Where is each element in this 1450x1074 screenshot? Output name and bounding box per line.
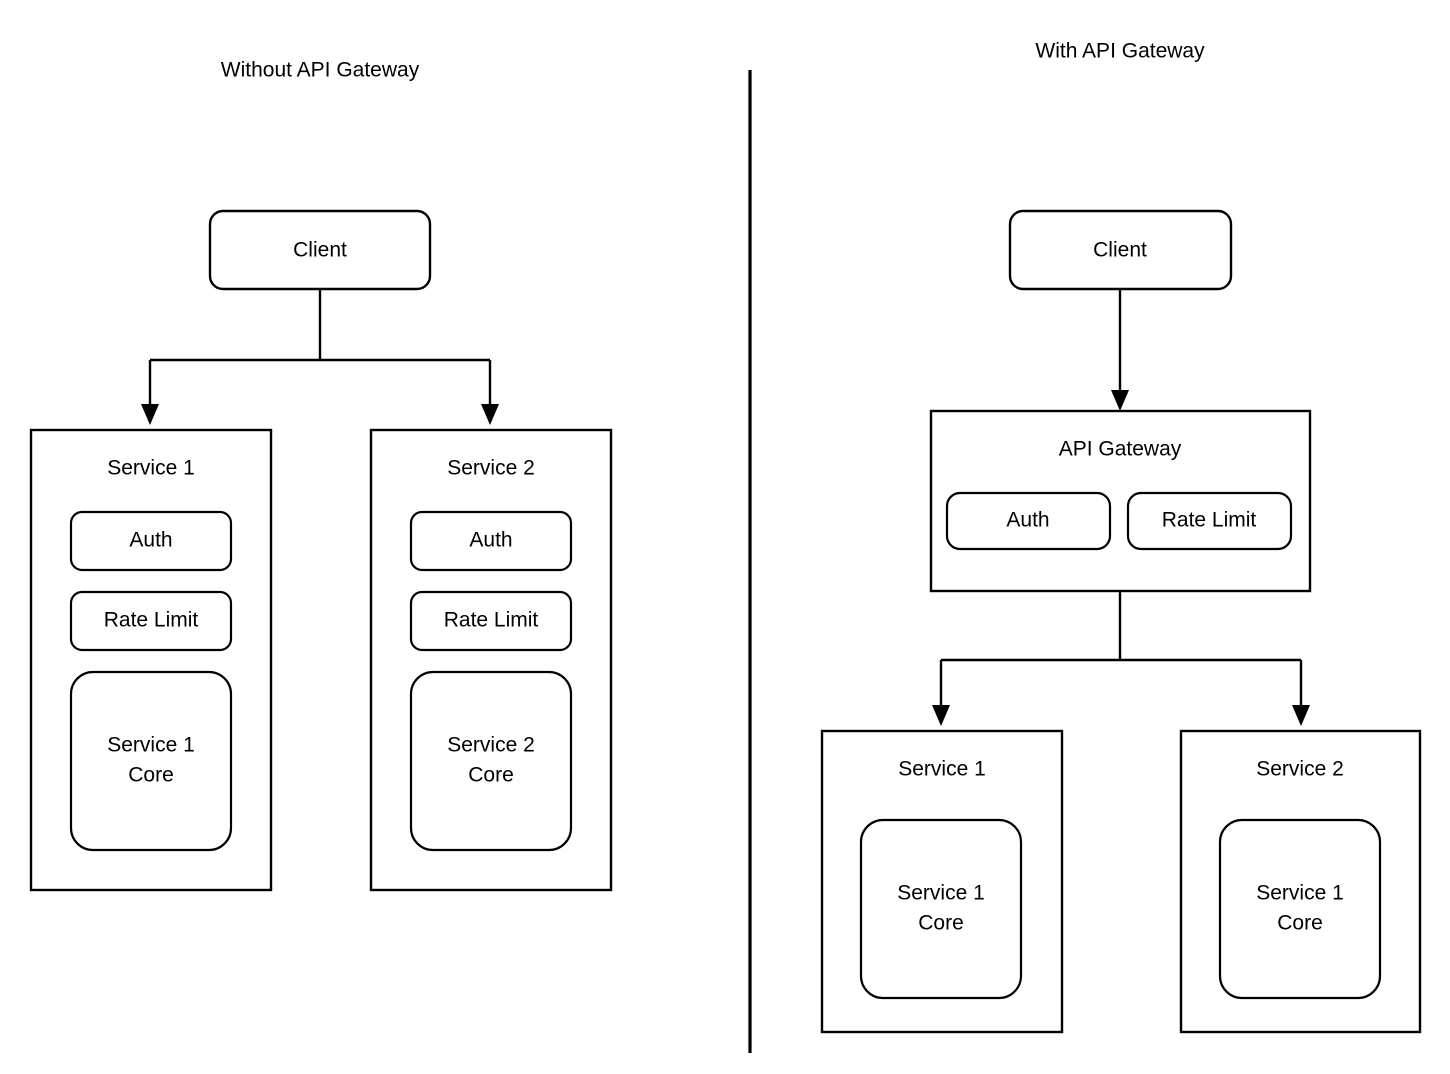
api-gateway-title: API Gateway <box>1059 438 1182 461</box>
panel-without-api-gateway: Without API Gateway Client Service 1 Aut… <box>29 59 613 892</box>
left-arrowhead-service-2 <box>481 404 499 425</box>
right-service-1-title: Service 1 <box>898 758 986 781</box>
right-panel-title: With API Gateway <box>1035 40 1205 63</box>
api-gateway-auth-label: Auth <box>1006 509 1049 532</box>
right-client-label: Client <box>1093 239 1147 262</box>
left-service-2-auth[interactable]: Auth <box>409 510 573 572</box>
left-service-2-rate-limit-box[interactable] <box>409 590 573 652</box>
left-service-2-rate-limit-label: Rate Limit <box>444 609 539 632</box>
right-service-2-core-label-line2: Core <box>1277 912 1323 935</box>
left-service-1-rate-limit-label: Rate Limit <box>104 609 199 632</box>
right-gateway-to-services-connector <box>932 591 1310 726</box>
left-service-2-core-label-line2: Core <box>468 764 514 787</box>
right-service-1-core-label-line1: Service 1 <box>897 882 985 905</box>
left-service-1-container[interactable]: Service 1 Auth Rate Limit Service 1 Core <box>29 428 273 892</box>
left-service-1-rate-limit[interactable]: Rate Limit <box>69 590 233 652</box>
api-gateway-rate-limit-box[interactable] <box>1126 491 1293 551</box>
right-service-2-title: Service 2 <box>1256 758 1344 781</box>
right-service-2-core-label-line1: Service 1 <box>1256 882 1344 905</box>
right-arrowhead-service-2 <box>1292 705 1310 726</box>
left-service-2-core-label-line1: Service 2 <box>447 734 535 757</box>
left-service-2-auth-label: Auth <box>469 529 512 552</box>
panel-with-api-gateway: With API Gateway Client API Gateway Auth <box>820 40 1422 1034</box>
right-service-2-container[interactable]: Service 2 Service 1 Core <box>1179 729 1422 1034</box>
left-service-2-auth-box[interactable] <box>409 510 573 572</box>
right-service-2-core[interactable]: Service 1 Core <box>1218 818 1382 1000</box>
left-service-2-container[interactable]: Service 2 Auth Rate Limit Service 2 Core <box>369 428 613 892</box>
left-client-to-services-connector <box>141 289 499 425</box>
left-service-2-rate-limit[interactable]: Rate Limit <box>409 590 573 652</box>
right-service-1-core-label-line2: Core <box>918 912 964 935</box>
right-service-2-core-box[interactable] <box>1218 818 1382 1000</box>
api-gateway-rate-limit-label: Rate Limit <box>1162 509 1257 532</box>
left-service-1-auth[interactable]: Auth <box>69 510 233 572</box>
left-service-1-core-label-line1: Service 1 <box>107 734 195 757</box>
left-service-1-title: Service 1 <box>107 457 195 480</box>
left-client-node[interactable]: Client <box>208 209 432 291</box>
left-connector-path <box>148 289 492 404</box>
right-service-1-container[interactable]: Service 1 Service 1 Core <box>820 729 1064 1034</box>
api-gateway-auth[interactable]: Auth <box>945 491 1112 551</box>
left-service-1-core[interactable]: Service 1 Core <box>69 670 233 852</box>
right-connector-path <box>939 591 1303 705</box>
left-service-2-title: Service 2 <box>447 457 535 480</box>
left-service-1-rate-limit-box[interactable] <box>69 590 233 652</box>
right-client-to-gateway-connector <box>1111 289 1129 411</box>
right-arrowhead-service-1 <box>932 705 950 726</box>
left-service-1-auth-label: Auth <box>129 529 172 552</box>
right-arrowhead-gateway <box>1111 390 1129 411</box>
api-gateway-auth-box[interactable] <box>945 491 1112 551</box>
right-service-1-core[interactable]: Service 1 Core <box>859 818 1023 1000</box>
right-client-node[interactable]: Client <box>1008 209 1233 291</box>
left-arrowhead-service-1 <box>141 404 159 425</box>
left-service-1-core-box[interactable] <box>69 670 233 852</box>
left-service-2-core[interactable]: Service 2 Core <box>409 670 573 852</box>
api-gateway-rate-limit[interactable]: Rate Limit <box>1126 491 1293 551</box>
right-service-1-core-box[interactable] <box>859 818 1023 1000</box>
left-panel-title: Without API Gateway <box>221 59 420 82</box>
left-service-2-core-box[interactable] <box>409 670 573 852</box>
left-service-1-auth-box[interactable] <box>69 510 233 572</box>
api-gateway-container[interactable]: API Gateway Auth Rate Limit <box>929 409 1312 593</box>
left-service-1-core-label-line2: Core <box>128 764 174 787</box>
left-client-label: Client <box>293 239 347 262</box>
